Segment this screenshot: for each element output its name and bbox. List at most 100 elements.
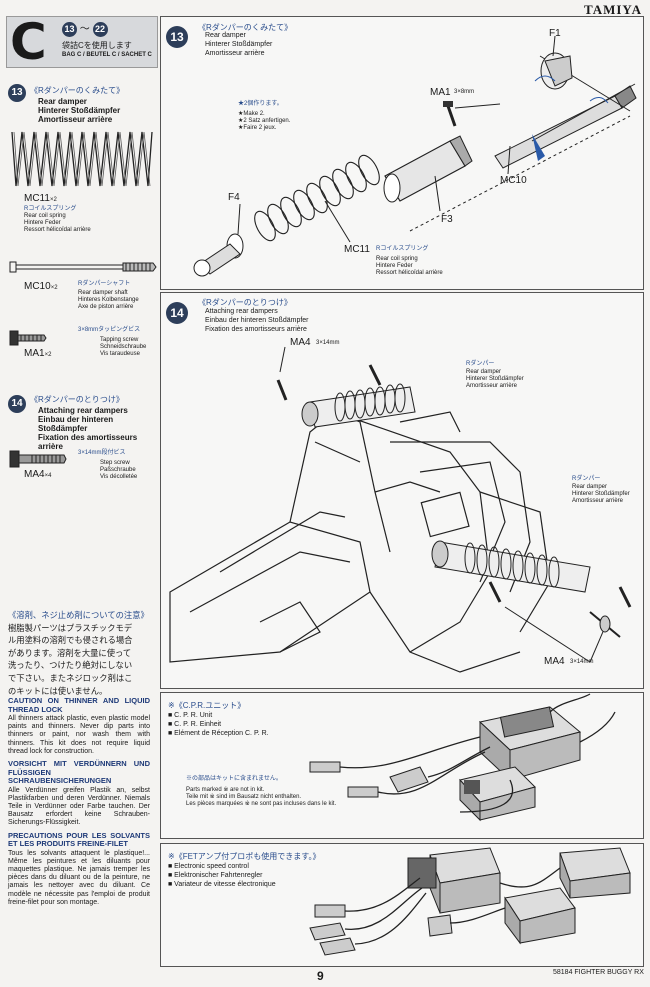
jp-note-line: で下さい。またネジロック剤はこ — [8, 672, 133, 683]
ma4-jp: 3×14mm段付ビス — [78, 450, 126, 456]
left-step14-badge: 14 — [8, 395, 26, 413]
left-step14-jp: 《Rダンパーのとりつけ》 — [30, 395, 124, 404]
damper1-de: Hinterer Stoßdämpfer — [466, 376, 524, 382]
panel14-badge: 14 — [166, 302, 188, 324]
bag-jp: 袋詰Cを使用します — [62, 41, 132, 50]
panel14-MA4-size-bottom: 3×14mm — [570, 659, 594, 665]
make-de: ★2 Satz anfertigen. — [238, 118, 291, 124]
left-step13-en: Rear damper — [38, 97, 87, 106]
panel14-MA4-size-top: 3×14mm — [316, 340, 340, 346]
mc10-jp: Rダンパーシャフト — [78, 281, 131, 287]
cpr-en: ■ C. P. R. Unit — [168, 712, 213, 719]
mc11-de: Hintere Feder — [24, 220, 61, 226]
ma1-jp: 3×8mmタッピングビス — [78, 327, 141, 333]
ma4-en: Step screw — [100, 460, 130, 466]
left-step13-de: Hinterer Stoßdämpfer — [38, 106, 121, 115]
ma4-code: MA4×4 — [24, 469, 52, 480]
fet-fr: ■ Variateur de vitesse électronique — [168, 881, 276, 888]
mc11-en: Rear coil spring — [24, 213, 66, 219]
panel14-MA4-top: MA4 — [290, 337, 311, 348]
label-F3: F3 — [441, 214, 453, 225]
panel14-fr: Fixation des amortisseurs arrière — [205, 326, 307, 333]
mc10-en: Rear damper shaft — [78, 290, 128, 296]
damper2-de: Hinterer Stoßdämpfer — [572, 491, 630, 497]
cpr-de: ■ C. P. R. Einheit — [168, 721, 222, 728]
step-range: 13 〜 22 — [62, 20, 108, 37]
left-step14-de2: Stoßdämpfer — [38, 424, 88, 433]
jp-note-line: のキットには使いません。 — [8, 685, 108, 696]
panel14-de: Einbau der hinteren Stoßdämpfer — [205, 317, 309, 324]
label-MC10: MC10 — [500, 175, 527, 186]
damper1-en: Rear damper — [466, 369, 502, 375]
panel14-badge-wrap: 14 — [166, 302, 188, 324]
step-screw-icon — [8, 449, 68, 469]
fet-jp: ※《FETアンプ付プロポも使用できます。》 — [168, 852, 321, 861]
cpr-note-jp: ※の部品はキットに含まれません。 — [186, 776, 282, 782]
caution-block: CAUTION ON THINNER AND LIQUID THREAD LOC… — [8, 696, 150, 907]
cpr-note-en: Parts marked ※ are not in kit. — [186, 787, 265, 793]
left-step13-heading: 13 — [8, 84, 26, 102]
left-step14-fr2: arrière — [38, 442, 63, 451]
ma1-de: Schneidschraube — [100, 344, 147, 350]
left-step13-fr: Amortisseur arrière — [38, 115, 113, 124]
left-step14-heading: 14 — [8, 393, 26, 413]
panel13-mc11-jp: Rコイルスプリング — [376, 246, 429, 252]
ma1-code: MA1×2 — [24, 348, 52, 359]
range-end-badge: 22 — [92, 22, 108, 37]
mc11-fr: Ressort hélicoïdal arrière — [24, 227, 91, 233]
mc10-fr: Axe de piston arrière — [78, 304, 134, 310]
caution-en-title: CAUTION ON THINNER AND LIQUID THREAD LOC… — [8, 696, 150, 714]
panel13-mc11-fr: Ressort hélicoïdal arrière — [376, 270, 443, 276]
section-letter: C — [10, 13, 47, 71]
fet-esc-illustration — [160, 843, 642, 965]
cpr-note-de: Teile mit ※ sind im Bausatz nicht enthal… — [186, 794, 302, 800]
left-step13-badge: 13 — [8, 84, 26, 102]
ma4-fr: Vis décolletée — [100, 474, 138, 480]
cpr-note-fr: Les pièces marquées ※ ne sont pas inclus… — [186, 801, 337, 807]
coil-spring-illustration — [8, 128, 156, 190]
label-MC11: MC11 — [344, 244, 370, 255]
range-start-badge: 13 — [62, 22, 77, 37]
cpr-jp: ※《C.P.R.ユニット》 — [168, 701, 246, 710]
model-name: 58184 FIGHTER BUGGY RX — [553, 969, 644, 976]
damper2-en: Rear damper — [572, 484, 608, 490]
jp-note-line: 《溶剤、ネジ止め剤についての注意》 — [8, 610, 149, 620]
damper2-jp: Rダンパー — [572, 476, 601, 482]
ma4-de: Paßschraube — [100, 467, 136, 473]
cpr-fr: ■ Elément de Réception C. P. R. — [168, 730, 269, 737]
page-number: 9 — [317, 969, 324, 983]
fet-en: ■ Electronic speed control — [168, 863, 249, 870]
fet-de: ■ Elektronischer Fahrtenregler — [168, 872, 263, 879]
left-step13-jp: 《Rダンパーのくみたて》 — [30, 86, 125, 95]
ma1-en: Tapping screw — [100, 337, 139, 343]
mc10-code: MC10×2 — [24, 281, 58, 292]
panel13-mc11-de: Hintere Feder — [376, 263, 413, 269]
mc11-code: MC11×2 — [24, 193, 57, 204]
panel14-MA4-bottom: MA4 — [544, 656, 565, 667]
ma1-fr: Vis taraudeuse — [100, 351, 140, 357]
bag-en: BAG C / BEUTEL C / SACHET C — [62, 52, 152, 58]
jp-note-line: があります。溶剤を大量に使って — [8, 647, 132, 658]
section-header-box — [6, 16, 158, 68]
label-MA1: MA1 — [430, 87, 451, 98]
jp-note-line: 洗ったり、つけたり絶対にしない — [8, 660, 133, 671]
make-fr: ★Faire 2 jeux. — [238, 125, 277, 131]
jp-note-line: 樹脂製パーツはプラスチックモデ — [8, 622, 133, 633]
left-step14-fr1: Fixation des amortisseurs — [38, 433, 138, 442]
damper2-fr: Amortisseur arrière — [572, 498, 624, 504]
panel14-en: Attaching rear dampers — [205, 308, 278, 315]
panel13-de: Hinterer Stoßdämpfer — [205, 41, 273, 48]
mc10-de: Hinteres Kolbenstange — [78, 297, 139, 303]
make-en: ★Make 2. — [238, 111, 265, 117]
damper-mounting-diagram — [160, 292, 642, 687]
label-MA1-size: 3×8mm — [454, 89, 475, 95]
panel13-mc11-en: Rear coil spring — [376, 256, 418, 262]
caution-en-body: All thinners attack plastic, even plasti… — [8, 715, 150, 755]
panel-cpr-unit — [160, 692, 644, 839]
panel13-en: Rear damper — [205, 32, 246, 39]
caution-de-title: VORSICHT MIT VERDÜNNERN UND FLÜSSIGEN SC… — [8, 759, 150, 786]
label-F1: F1 — [549, 28, 561, 39]
panel13-fr: Amortisseur arrière — [205, 50, 265, 57]
jp-caution-note: 《溶剤、ネジ止め剤についての注意》 樹脂製パーツはプラスチックモデ ル用塗料の溶… — [8, 609, 150, 697]
caution-fr-body: Tous les solvants attaquent le plastique… — [8, 849, 150, 906]
